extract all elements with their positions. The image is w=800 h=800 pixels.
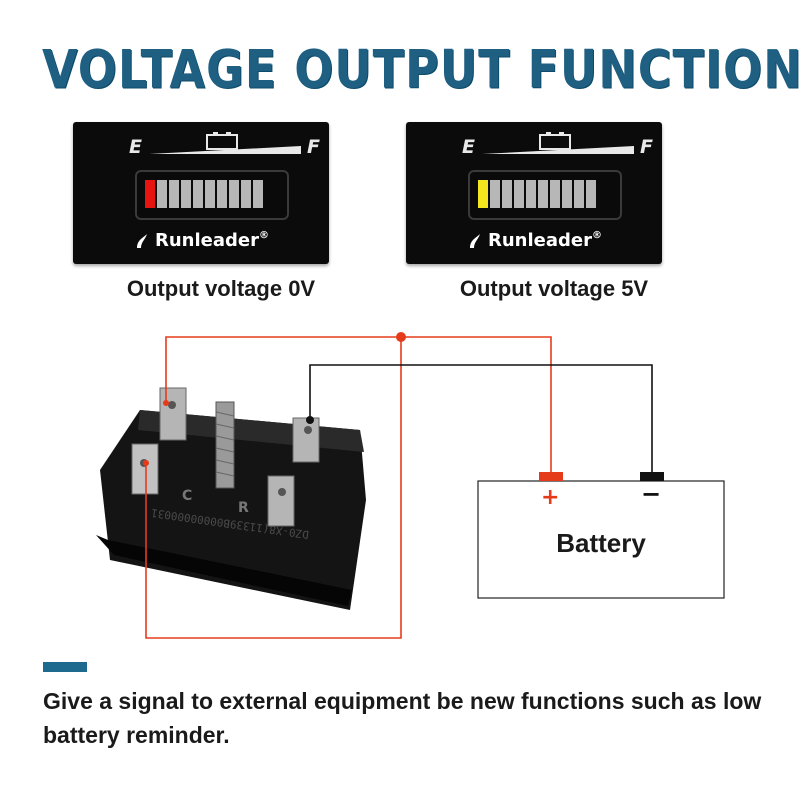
- led-bar-unlit: [502, 180, 512, 208]
- led-bar-unlit: [574, 180, 584, 208]
- led-bars: [478, 180, 596, 208]
- wire-dot-red: [143, 460, 149, 466]
- brand-flame-icon: [137, 234, 147, 248]
- gauge-5v: E F Runleader®: [406, 122, 662, 264]
- led-bar-unlit: [229, 180, 239, 208]
- negative-wire: [309, 364, 653, 472]
- empty-label: E: [462, 136, 475, 158]
- led-bar-unlit: [193, 180, 203, 208]
- battery-scale-icon: [482, 132, 634, 154]
- positive-terminal: [539, 472, 563, 481]
- brand-logo: Runleader®: [73, 230, 329, 251]
- junction-dot: [396, 332, 406, 342]
- threaded-stud: [215, 401, 235, 489]
- full-label: F: [307, 136, 320, 158]
- brand-name: Runleader: [488, 230, 592, 251]
- brand-name: Runleader: [155, 230, 259, 251]
- led-bar-unlit: [538, 180, 548, 208]
- empty-label: E: [129, 136, 142, 158]
- led-bar-lit: [478, 180, 488, 208]
- led-bar-unlit: [562, 180, 572, 208]
- led-bar-unlit: [181, 180, 191, 208]
- registered-mark: ®: [591, 230, 602, 241]
- led-bar-unlit: [217, 180, 227, 208]
- led-bar-unlit: [157, 180, 167, 208]
- brand-logo: Runleader®: [406, 230, 662, 251]
- led-window: [468, 170, 622, 220]
- terminal-tab-red-top: [159, 387, 187, 441]
- brand-flame-icon: [470, 234, 480, 248]
- caption-5v: Output voltage 5V: [459, 276, 649, 301]
- terminal-label-c: C: [182, 488, 192, 504]
- led-bar-unlit: [490, 180, 500, 208]
- accent-bar: [43, 662, 87, 672]
- wire-dot-red: [163, 400, 169, 406]
- battery-scale-icon: [149, 132, 301, 154]
- negative-terminal: [640, 472, 664, 481]
- battery-box: [477, 480, 725, 599]
- battery-label: Battery: [556, 528, 646, 558]
- caption-0v: Output voltage 0V: [126, 276, 316, 301]
- positive-wire: [145, 336, 552, 639]
- gauge-0v: E F Runleader®: [73, 122, 329, 264]
- terminal-tab-black: [292, 417, 320, 463]
- led-bar-unlit: [169, 180, 179, 208]
- led-bar-unlit: [550, 180, 560, 208]
- led-bar-unlit: [514, 180, 524, 208]
- led-bar-lit: [145, 180, 155, 208]
- led-bar-unlit: [241, 180, 251, 208]
- registered-mark: ®: [258, 230, 269, 241]
- led-window: [135, 170, 289, 220]
- negative-sign: −: [641, 480, 662, 508]
- led-bar-unlit: [526, 180, 536, 208]
- full-label: F: [640, 136, 653, 158]
- terminal-tab-r: [267, 475, 295, 527]
- terminal-tab-red-left: [131, 443, 159, 495]
- page-title: VOLTAGE OUTPUT FUNCTION: [42, 38, 800, 101]
- terminal-label-r: R: [238, 500, 249, 516]
- positive-sign: +: [541, 485, 560, 510]
- wire-dot-black: [306, 416, 314, 424]
- led-bar-unlit: [253, 180, 263, 208]
- description-text: Give a signal to external equipment be n…: [43, 688, 762, 748]
- led-bar-unlit: [586, 180, 596, 208]
- led-bar-unlit: [205, 180, 215, 208]
- led-bars: [145, 180, 263, 208]
